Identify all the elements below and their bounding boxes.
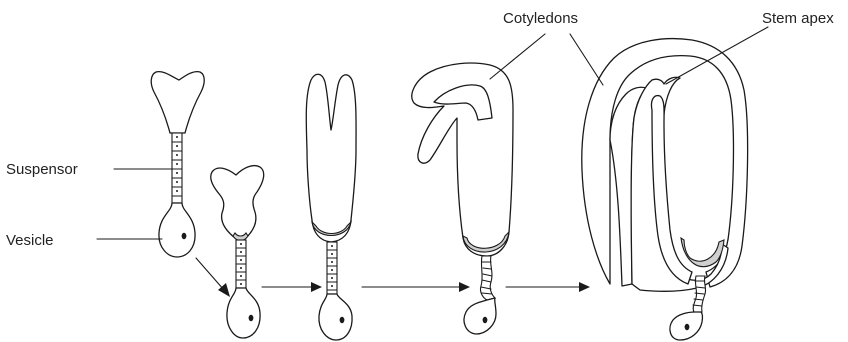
stage-2-vesicle-nucleus — [249, 315, 254, 321]
arrow-stage-2-to-3 — [262, 282, 322, 292]
stage-1-embryo — [151, 72, 204, 257]
stage-2-embryo-proper — [211, 166, 264, 238]
stage-3-embryo-proper — [306, 74, 356, 242]
stage-4-embryo — [412, 63, 513, 334]
stage-1-vesicle — [159, 203, 195, 257]
arrow-stage-3-to-4 — [362, 282, 470, 292]
stage-1-embryo-proper — [151, 72, 204, 133]
stage-4-suspensor — [480, 256, 495, 300]
stage-3-vesicle — [319, 294, 352, 340]
progression-arrows — [196, 258, 590, 297]
label-vesicle: Vesicle — [6, 232, 54, 249]
label-suspensor: Suspensor — [6, 161, 78, 178]
stage-1-suspensor — [172, 133, 182, 203]
stage-1-vesicle-nucleus — [182, 233, 187, 239]
stage-4-vesicle — [464, 298, 496, 334]
label-cotyledons: Cotyledons — [503, 10, 578, 27]
stage-5-suspensor — [693, 276, 706, 312]
label-stem-apex: Stem apex — [762, 10, 834, 27]
stage-3-vesicle-nucleus — [340, 317, 345, 323]
stage-4-vesicle-nucleus — [483, 317, 488, 323]
stage-2-embryo — [211, 166, 264, 338]
stage-2-vesicle — [227, 288, 260, 338]
arrow-stage-4-to-5 — [506, 282, 590, 292]
cotyledons-leader-1 — [490, 34, 545, 79]
stage-3-embryo — [306, 74, 356, 340]
stage-5-vesicle-nucleus — [685, 324, 690, 330]
cotyledons-leader-2 — [570, 34, 603, 85]
stage-5-embryo — [582, 39, 748, 340]
stage-5-basal-band — [681, 238, 724, 267]
arrow-stage-1-to-2 — [196, 258, 230, 297]
